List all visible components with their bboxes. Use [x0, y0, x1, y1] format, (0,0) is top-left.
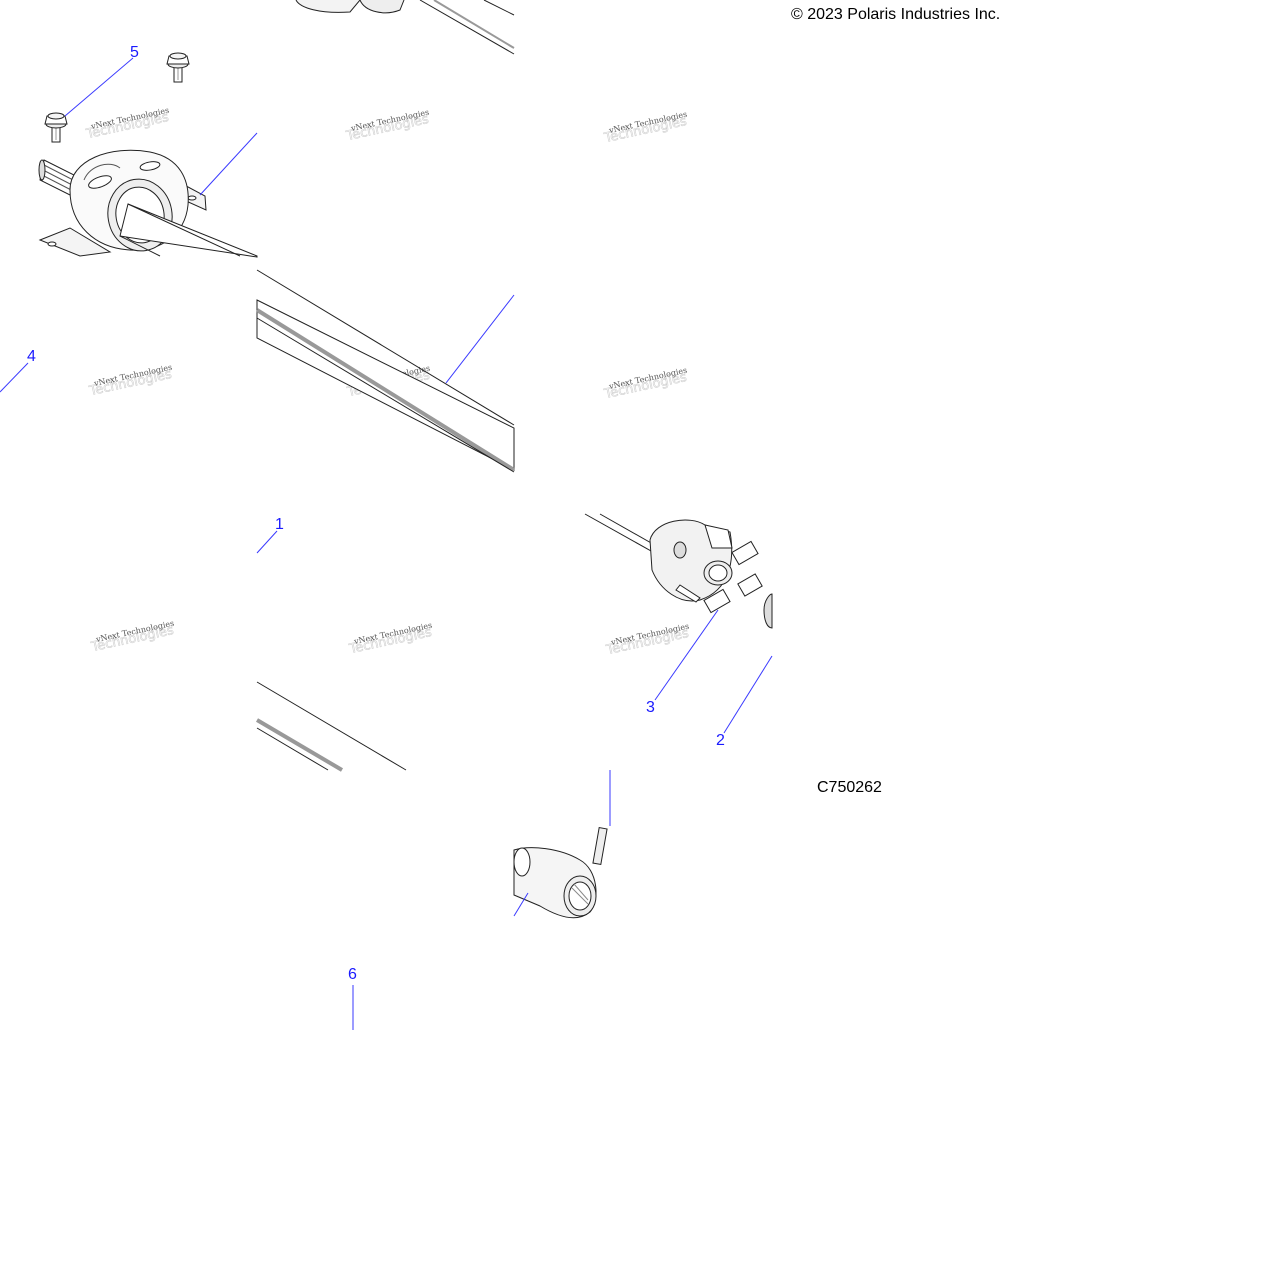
diagram-code: C750262	[817, 779, 882, 796]
leader-3	[654, 609, 719, 701]
leader-lines	[0, 57, 773, 1030]
leader-bearing	[199, 132, 258, 196]
leader-2	[723, 655, 773, 734]
u-joint-assembly	[584, 513, 773, 629]
leader-5	[64, 57, 134, 117]
callout-6: 6	[348, 966, 357, 983]
flange-bolt-right	[166, 52, 190, 83]
carrier-bearing-assembly	[38, 52, 258, 258]
leader-1	[256, 530, 278, 554]
callout-5: 5	[130, 44, 139, 61]
callout-2: 2	[716, 732, 725, 749]
callout-4: 4	[27, 348, 36, 365]
slip-yoke-assembly	[513, 826, 608, 919]
callout-1: 1	[275, 516, 284, 533]
prop-shaft-tube-lower	[255, 681, 407, 772]
prop-shaft-tube	[255, 269, 516, 473]
leader-yoke	[513, 892, 529, 917]
flange-bolt-left	[44, 112, 68, 143]
leader-4	[0, 362, 29, 393]
upper-shaft-segment	[295, 0, 515, 55]
leader-shaft	[445, 294, 515, 384]
copyright-notice: © 2023 Polaris Industries Inc.	[791, 6, 1001, 23]
callout-3: 3	[646, 699, 655, 716]
